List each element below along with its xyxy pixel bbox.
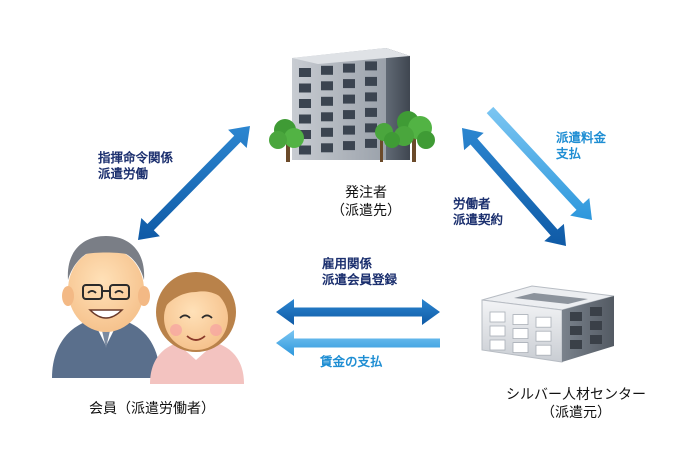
window [343, 79, 355, 89]
window [299, 83, 311, 93]
window [489, 325, 506, 337]
dispatch-fee-line1: 派遣料金 [556, 130, 607, 145]
window [299, 114, 311, 124]
two-seniors-icon [52, 236, 244, 384]
command-relation-label: 指揮命令関係 派遣労働 [98, 150, 173, 183]
window [365, 138, 377, 148]
dispatch-fee-arrow [486, 106, 592, 220]
window [321, 112, 333, 122]
window [343, 63, 355, 73]
dispatch-contract-line2: 派遣契約 [453, 212, 504, 228]
window [590, 321, 602, 330]
wage-payment-label: 賃金の支払 [320, 354, 383, 370]
window [512, 328, 529, 340]
member-label: 会員（派遣労働者） [52, 400, 252, 418]
trees-icon [269, 111, 435, 162]
employment-relation-line1: 雇用関係 [322, 256, 373, 271]
window [535, 344, 552, 356]
dispatch-contract-arrow [462, 128, 566, 246]
silver-center-building-icon [481, 285, 615, 363]
member-label-line1: 会員（派遣労働者） [89, 401, 215, 417]
window [299, 145, 311, 155]
window [512, 314, 529, 326]
client-label: 発注者 （派遣先） [316, 184, 416, 220]
client-label-line2: （派遣先） [331, 203, 401, 220]
window [365, 61, 377, 71]
dispatch-fee-label: 派遣料金 支払 [556, 130, 606, 163]
dispatch-contract-label: 労働者 派遣契約 [453, 196, 503, 229]
center-label-line2: （派遣元） [541, 405, 611, 422]
window [343, 141, 355, 151]
window [590, 335, 602, 344]
window [299, 68, 311, 77]
window [365, 123, 377, 133]
wage-payment-line1: 賃金の支払 [320, 354, 383, 369]
employment-relation-arrow [276, 299, 440, 325]
window [299, 99, 311, 108]
center-label: シルバー人材センター （派遣元） [460, 386, 692, 422]
window [489, 339, 506, 351]
window [590, 307, 602, 316]
wage-payment-arrow [276, 330, 440, 356]
command-relation-line2: 派遣労働 [98, 166, 149, 182]
window [321, 143, 333, 153]
window [365, 76, 377, 86]
window [321, 96, 333, 106]
client-label-line1: 発注者 [345, 185, 387, 201]
window [321, 127, 333, 137]
command-relation-line1: 指揮命令関係 [98, 150, 174, 165]
office-building-icon [269, 48, 435, 162]
window [343, 110, 355, 120]
window [535, 330, 552, 342]
window [570, 340, 582, 349]
employment-relation-label: 雇用関係 派遣会員登録 [322, 256, 397, 289]
employment-relation-line2: 派遣会員登録 [322, 272, 398, 288]
window [570, 312, 582, 321]
window [321, 65, 333, 75]
command-relation-arrow [138, 126, 250, 240]
window [512, 342, 529, 354]
window [365, 92, 377, 102]
center-label-line1: シルバー人材センター [506, 387, 646, 403]
window [489, 311, 506, 323]
window [321, 81, 333, 91]
window [343, 125, 355, 135]
window [365, 107, 377, 117]
dispatch-contract-line1: 労働者 [453, 196, 491, 211]
window [570, 326, 582, 335]
window [299, 130, 311, 139]
window [343, 94, 355, 104]
window [535, 316, 552, 328]
dispatch-fee-line2: 支払 [556, 146, 582, 162]
